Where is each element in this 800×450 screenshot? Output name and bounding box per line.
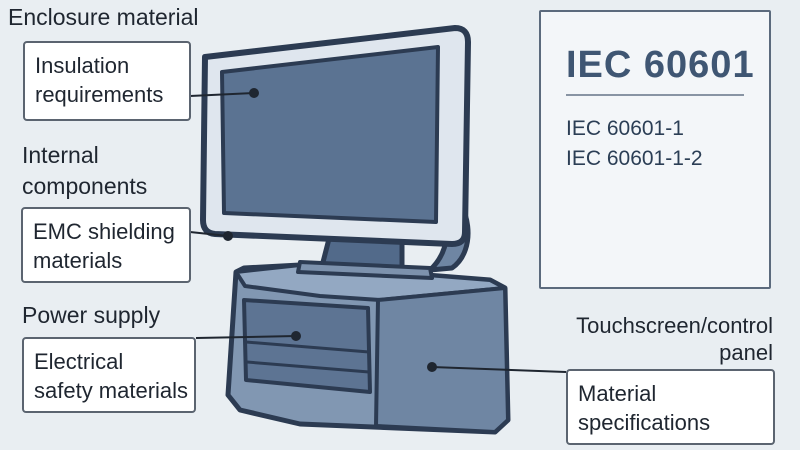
heading-line: Internal	[22, 142, 99, 168]
callout-insulation-requirements: Insulation requirements	[23, 41, 191, 121]
heading-internal-components: Internal components	[22, 140, 147, 202]
callout-line: materials	[33, 248, 123, 273]
heading-line: Power supply	[22, 302, 161, 328]
monitor	[200, 25, 471, 247]
heading-line: Touchscreen/control	[576, 313, 773, 338]
callout-line: Material	[578, 381, 657, 406]
standard-item: IEC 60601-1-2	[566, 147, 703, 170]
callout-line: Insulation	[35, 53, 130, 78]
callout-emc-shielding: EMC shielding materials	[21, 207, 191, 283]
callout-line: Electrical	[34, 349, 124, 374]
divider	[566, 94, 744, 96]
heading-line: components	[22, 173, 148, 199]
standard-list: IEC 60601-1 IEC 60601-1-2	[566, 114, 703, 174]
leader-lines	[189, 88, 567, 373]
heading-touchscreen-control-panel: Touchscreen/control panel	[576, 312, 773, 366]
callout-material-specifications: Material specifications	[566, 369, 775, 445]
standard-item: IEC 60601-1	[566, 117, 684, 140]
standard-title: IEC 60601	[566, 44, 755, 86]
callout-line: safety materials	[34, 378, 189, 403]
heading-enclosure-material: Enclosure material	[8, 2, 198, 33]
heading-power-supply: Power supply	[22, 300, 160, 331]
heading-line: panel	[719, 340, 773, 365]
callout-line: EMC shielding	[33, 219, 175, 244]
heading-line: Enclosure material	[8, 4, 199, 30]
callout-line: specifications	[578, 410, 711, 435]
base-unit	[225, 262, 511, 435]
callout-line: requirements	[35, 82, 164, 107]
iec-standards-panel: IEC 60601 IEC 60601-1 IEC 60601-1-2	[539, 10, 771, 289]
callout-electrical-safety: Electrical safety materials	[22, 337, 196, 413]
